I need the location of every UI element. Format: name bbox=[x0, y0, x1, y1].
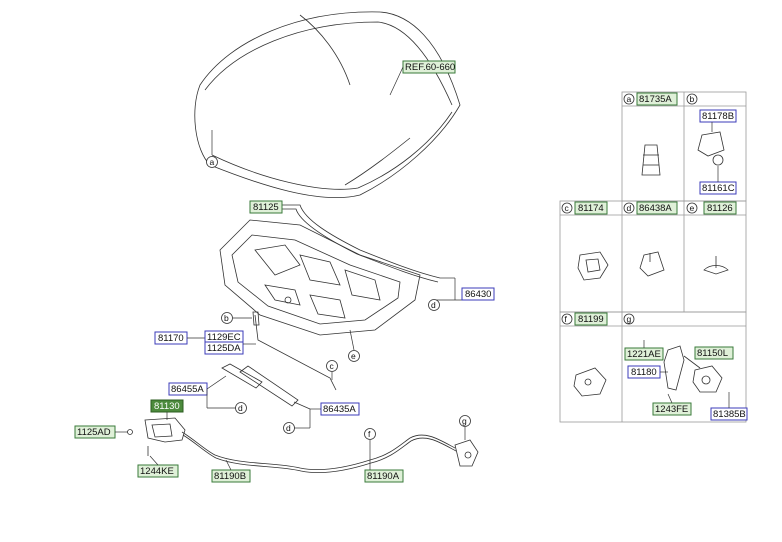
label-81125-text: 81125 bbox=[253, 202, 279, 213]
label-1129EC-text: 1129EC bbox=[207, 332, 241, 343]
cell-g: g 1221AE 81150L 81180 1243FE 81385B bbox=[623, 313, 748, 421]
label-1125DA-text: 1125DA bbox=[207, 343, 241, 354]
label-81170-text: 81170 bbox=[158, 333, 184, 344]
cell-d: d 86438A bbox=[623, 201, 678, 277]
cell-b-part-1: 81178B bbox=[702, 111, 734, 122]
cell-g-part-81385B: 81385B bbox=[713, 409, 746, 420]
callout-g-handle: g bbox=[462, 416, 467, 426]
callout-f-cable: f bbox=[368, 429, 371, 439]
label-86435A-text: 86435A bbox=[323, 404, 356, 415]
cell-g-part-81150L: 81150L bbox=[697, 348, 728, 359]
cell-f: f 81199 bbox=[561, 312, 608, 397]
group-81170: b 81170 1129EC 1125DA c bbox=[154, 311, 338, 391]
release-cable: 81190B 81190A f g bbox=[181, 415, 479, 483]
cell-e-letter: e bbox=[690, 203, 695, 213]
cell-c-letter: c bbox=[565, 203, 570, 213]
cell-e-part: 81126 bbox=[707, 203, 733, 214]
hood-inner-panel-drawing bbox=[219, 204, 441, 336]
cell-c: c 81174 bbox=[561, 201, 609, 281]
cell-c-part: 81174 bbox=[578, 203, 604, 214]
label-81130-text: 81130 bbox=[154, 401, 180, 412]
hood-panel-drawing bbox=[194, 11, 461, 198]
seal-strips: 86455A d 86435A d bbox=[168, 363, 360, 434]
label-86430-text: 86430 bbox=[465, 289, 491, 300]
callout-a-hood: a bbox=[206, 130, 218, 168]
cell-b: b 81178B 81161C bbox=[686, 93, 737, 195]
label-86430: 86430 d bbox=[428, 277, 495, 311]
ref-text: REF.60-660 bbox=[405, 62, 455, 73]
callout-c-stay: c bbox=[330, 361, 335, 371]
cell-g-part-81180: 81180 bbox=[631, 367, 657, 378]
ref-label: REF.60-660 bbox=[389, 60, 456, 96]
cell-d-letter: d bbox=[627, 203, 632, 213]
label-1244KE-text: 1244KE bbox=[140, 466, 174, 477]
cell-a-part: 81735A bbox=[639, 94, 672, 105]
callout-b-text: b bbox=[224, 313, 229, 323]
callout-a-text: a bbox=[210, 157, 215, 167]
cell-b-letter: b bbox=[690, 94, 695, 104]
label-86455A-text: 86455A bbox=[171, 384, 204, 395]
callout-d-86430: d bbox=[431, 300, 436, 310]
cell-g-letter: g bbox=[627, 314, 632, 324]
cell-f-letter: f bbox=[565, 314, 568, 324]
cell-a-letter: a bbox=[627, 94, 632, 104]
callout-e-inner: e bbox=[348, 329, 360, 362]
label-81190A-text: 81190A bbox=[367, 471, 400, 482]
callout-e-text: e bbox=[351, 351, 356, 361]
cell-e: e 81126 bbox=[686, 201, 737, 275]
cell-f-part: 81199 bbox=[578, 314, 604, 325]
latch-group: 81130 1125AD 1244KE bbox=[74, 399, 186, 478]
label-81190B-text: 81190B bbox=[214, 471, 246, 482]
cell-b-part-2: 81161C bbox=[702, 183, 735, 194]
cell-g-part-1221AE: 1221AE bbox=[627, 349, 661, 360]
label-81125: 81125 bbox=[249, 200, 283, 214]
callout-d-86435A: d bbox=[286, 423, 291, 433]
cell-d-part: 86438A bbox=[639, 203, 672, 214]
parts-table bbox=[559, 91, 747, 423]
cell-g-part-1243FE: 1243FE bbox=[655, 404, 688, 415]
callout-d-86455A: d bbox=[238, 403, 243, 413]
cell-a: a 81735A bbox=[623, 92, 678, 176]
label-1125AD-text: 1125AD bbox=[77, 427, 111, 438]
